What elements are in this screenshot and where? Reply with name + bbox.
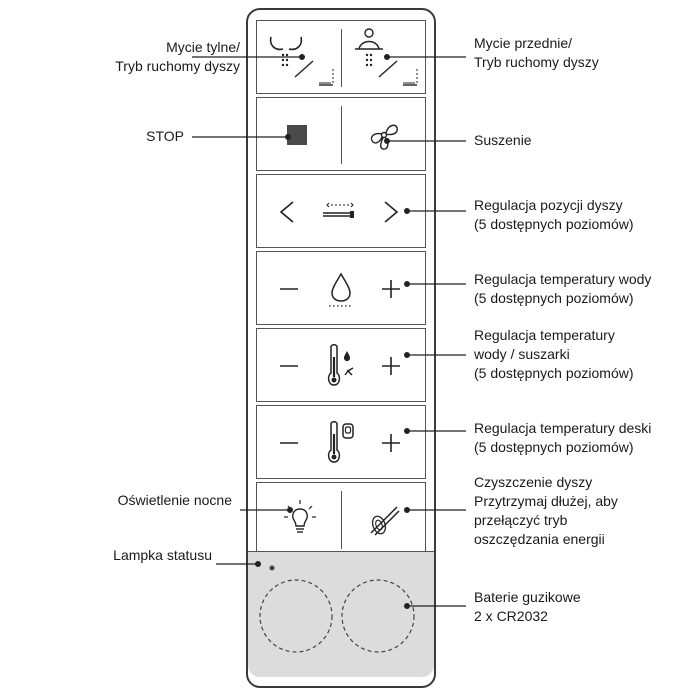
minus-icon[interactable] [279, 359, 299, 373]
coin-battery-1 [259, 579, 333, 653]
label-front-wash: Mycie przednie/ Tryb ruchomy dyszy [474, 35, 599, 70]
label-water-temp: Regulacja temperatury wody (5 dostępnych… [474, 271, 652, 306]
panel-wash [256, 20, 426, 94]
remote-control [246, 8, 436, 688]
panel-nozzle-position [256, 174, 426, 248]
thermometer-icon [327, 344, 354, 386]
panel-divider [341, 106, 343, 164]
seat-temperature-icon [327, 421, 354, 463]
battery-compartment [248, 551, 434, 677]
label-status-lamp: Lampka statusu [113, 547, 212, 563]
panel-seat-temp [256, 405, 426, 479]
water-drop-icon [329, 272, 353, 307]
fan-icon[interactable] [367, 118, 401, 152]
nozzle-cleaning-icon[interactable] [365, 501, 403, 539]
rear-wash-icon[interactable] [261, 25, 339, 91]
label-rear-wash: Mycie tylne/ Tryb ruchomy dyszy [115, 39, 240, 74]
label-drying: Suszenie [474, 132, 532, 148]
label-stop: STOP [146, 128, 184, 144]
coin-battery-2 [341, 579, 415, 653]
panel-stop-drying [256, 97, 426, 171]
panel-divider [341, 29, 343, 87]
panel-water-dryer-temp [256, 328, 426, 402]
front-wash-icon[interactable] [345, 25, 423, 91]
stop-square-icon[interactable] [287, 125, 307, 145]
label-batteries: Baterie guzikowe 2 x CR2032 [474, 589, 581, 624]
minus-icon[interactable] [279, 436, 299, 450]
status-lamp [269, 565, 275, 571]
panel-light-cleaning [256, 482, 426, 556]
label-nozzle-position: Regulacja pozycji dyszy (5 dostępnych po… [474, 197, 634, 232]
plus-icon[interactable] [381, 356, 401, 376]
label-night-light: Oświetlenie nocne [117, 492, 232, 508]
label-nozzle-cleaning: Czyszczenie dyszy Przytrzymaj dłużej, ab… [474, 474, 618, 547]
panel-water-temp [256, 251, 426, 325]
plus-icon[interactable] [381, 279, 401, 299]
chevron-right-icon[interactable] [383, 200, 399, 224]
panel-divider [341, 491, 343, 549]
label-water-dryer-temp: Regulacja temperatury wody / suszarki (5… [474, 327, 634, 381]
lightbulb-icon[interactable] [283, 499, 317, 539]
plus-icon[interactable] [381, 433, 401, 453]
chevron-left-icon[interactable] [279, 200, 295, 224]
label-seat-temp: Regulacja temperatury deski (5 dostępnyc… [474, 420, 652, 455]
nozzle-position-icon [323, 202, 354, 218]
minus-icon[interactable] [279, 282, 299, 296]
